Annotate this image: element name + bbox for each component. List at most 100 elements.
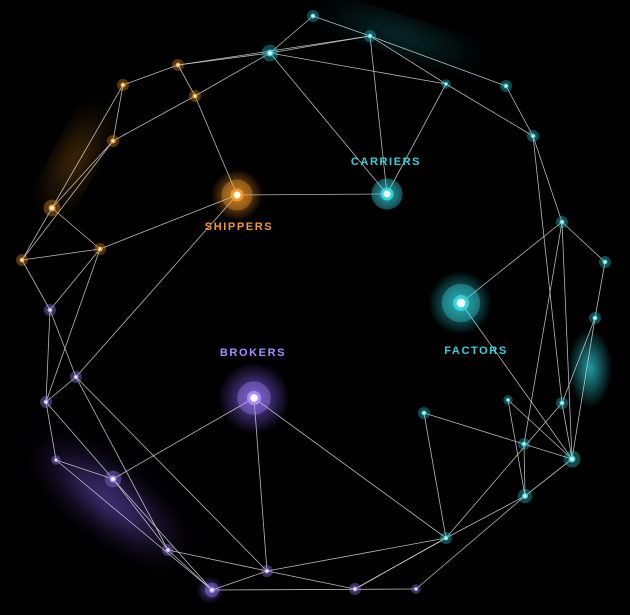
glow-6 [33,438,187,562]
edge-c3-carriers [369,35,388,195]
edge-c15-c16 [445,495,526,539]
shippers-label: SHIPPERS [204,221,274,233]
edge-c4-c6 [445,83,534,137]
edge-p7-p8 [211,570,268,591]
node-p7 [204,582,220,598]
node-o1 [172,59,184,71]
node-o3 [189,90,201,102]
node-c13 [503,395,513,405]
edge-o3-c2 [194,52,271,97]
node-c14 [418,407,430,419]
glow-2 [309,4,491,66]
node-o5 [43,199,61,217]
edge-c10-c11 [561,402,573,460]
edge-p5-p7 [112,478,213,591]
edge-o5-o6 [21,207,53,261]
edge-brokers-p8 [253,397,268,572]
edge-c9-c10 [561,317,596,404]
edge-c2-carriers [269,52,388,195]
edge-c3-c4 [369,35,447,85]
edge-p9-c16 [354,537,447,590]
node-c1 [307,10,319,22]
node-c16 [440,532,452,544]
node-p10 [411,584,421,594]
glow-3 [568,328,612,408]
node-c9 [589,312,601,324]
edge-c7-c8 [561,221,606,263]
edge-brokers-c16 [253,397,447,539]
node-o4 [107,135,119,147]
carriers-label: CARRIERS [350,156,422,168]
edge-p1-p2 [49,309,77,378]
edge-o6-o7 [21,248,101,261]
node-p1 [44,304,56,316]
edge-p5-brokers [112,397,255,480]
edge-shippers-p2 [75,194,238,378]
edge-c7-c11 [561,221,573,460]
node-p8 [261,565,273,577]
edge-p6-p7 [167,549,213,591]
edge-o7-p1 [49,248,101,311]
shippers-hub [221,179,253,211]
carriers-hub [371,178,403,210]
edge-o1-o3 [177,64,196,97]
edge-c11-c15 [524,458,573,497]
edge-o4-o6 [21,140,114,261]
node-c8 [599,256,611,268]
edge-o1-c3 [177,35,371,66]
edge-p2-p8 [75,376,268,572]
edge-o7-shippers [99,194,238,250]
edge-c4-carriers [386,83,447,195]
brokers-hub [237,381,271,415]
background-glows [33,4,612,604]
edge-p7-p10 [211,588,417,591]
node-o6 [16,254,28,266]
node-c4 [441,79,451,89]
glow-0 [42,102,108,218]
edge-o2-o5 [51,84,124,209]
node-p4 [51,455,61,465]
edge-o1-o2 [122,64,179,86]
edge-o7-p3 [45,248,101,403]
node-c2 [261,44,279,62]
edge-p2-p6 [75,376,169,551]
node-p3 [40,396,52,408]
edge-p1-p3 [45,309,51,403]
edge-shippers-carriers [236,193,388,196]
node-o7 [94,243,106,255]
edge-c11-c13 [507,399,573,460]
edge-factors-c11 [460,302,573,460]
factors-label: FACTORS [444,345,508,357]
node-c7 [556,216,568,228]
node-c11 [563,450,581,468]
edge-o6-p1 [21,259,51,311]
node-c3 [364,30,376,42]
nodes [16,10,611,598]
brokers-label: BROKERS [219,347,287,359]
edge-c10-c16 [445,402,563,539]
edge-o3-shippers [194,95,238,196]
edge-p3-p4 [45,401,57,461]
edge-c7-factors [460,221,563,304]
edge-p6-p8 [167,549,268,572]
edge-c1-c3 [312,15,371,37]
edge-p3-p5 [45,401,114,480]
edge-o5-o7 [51,207,101,250]
edge-p4-p5 [55,459,114,480]
edge-p8-p9 [266,570,356,590]
edge-p2-p3 [45,376,77,403]
edge-c9-c11 [571,317,596,460]
node-p2 [70,371,82,383]
edge-c1-c2 [269,15,314,54]
node-p5 [104,470,122,488]
edge-p5-p6 [112,478,169,551]
node-c12 [518,438,530,450]
edge-c5-c6 [505,85,534,137]
factors-hub [441,283,481,323]
node-c6 [527,130,539,142]
edge-c11-c14 [423,412,573,460]
node-c10 [556,397,568,409]
edge-o2-o4 [112,84,124,142]
edge-c8-c9 [594,261,606,319]
